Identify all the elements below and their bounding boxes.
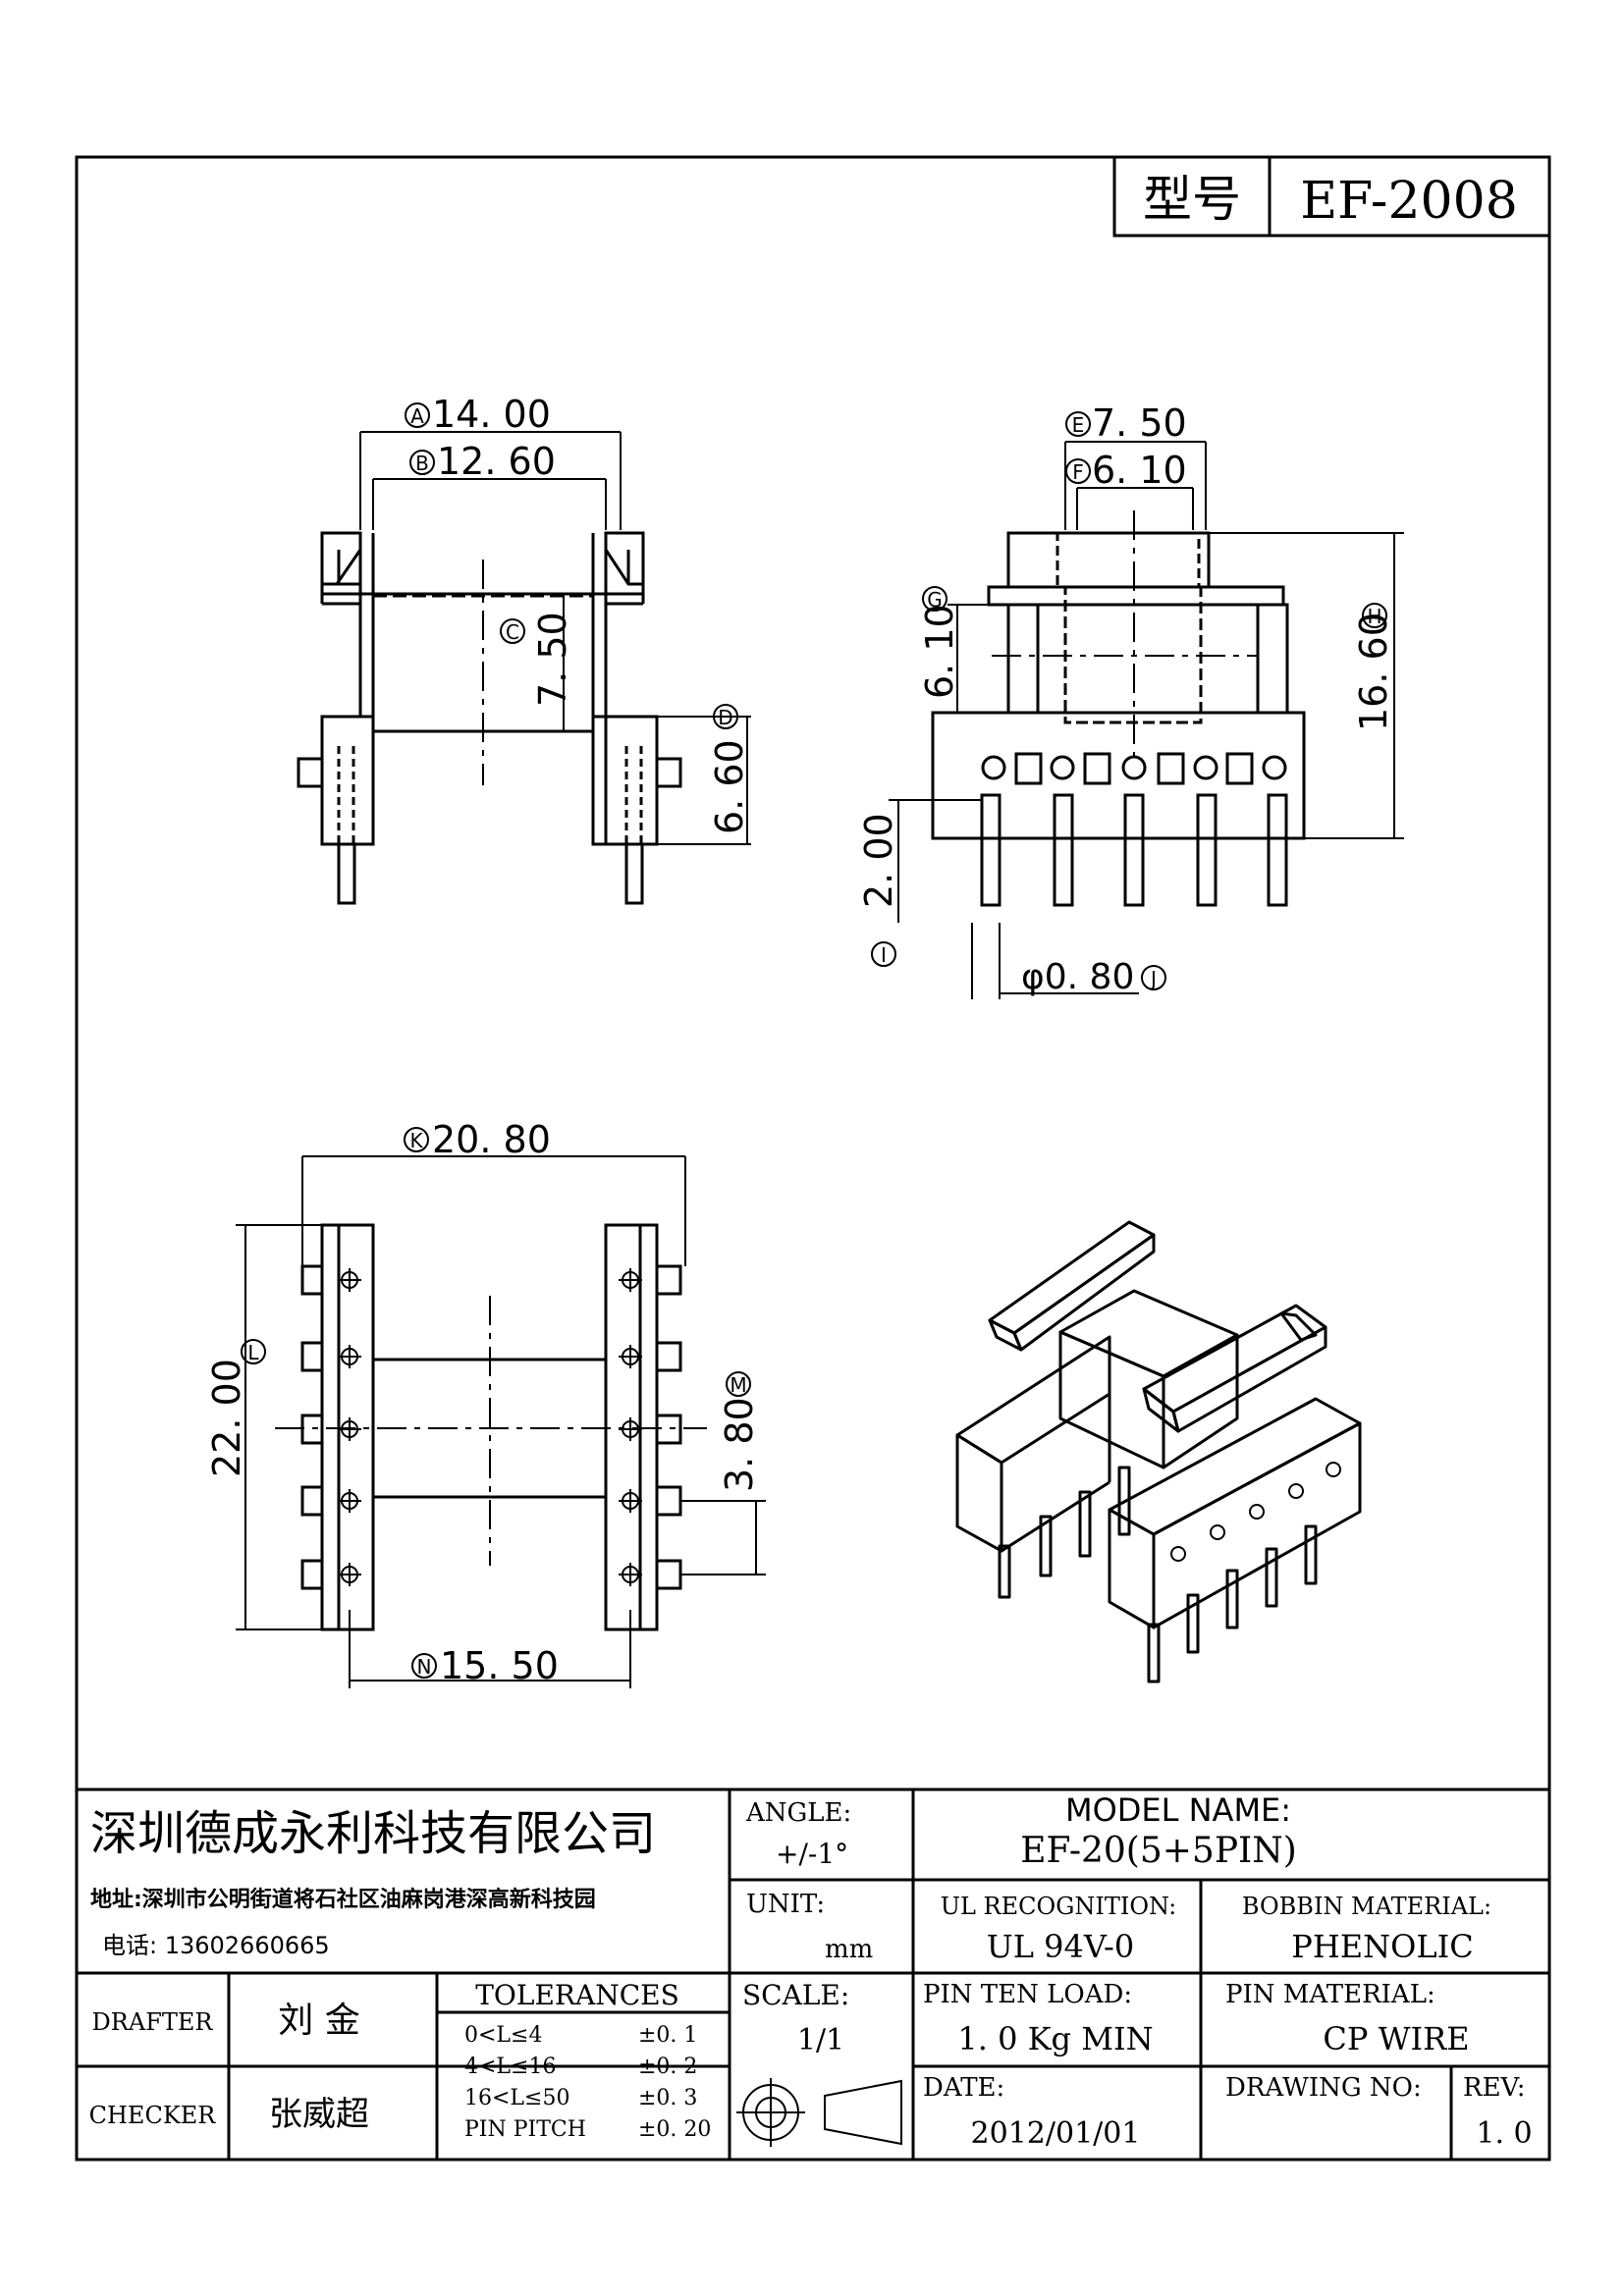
tol-value-0: ±0. 1 (638, 2023, 697, 2048)
drafter-value: 刘 金 (278, 2001, 359, 2041)
front-view (297, 431, 751, 905)
dim-J-letter: J (1149, 967, 1157, 990)
title-block (77, 1788, 1549, 2160)
dim-B-value: 12. 60 (437, 440, 556, 483)
scale-label: SCALE: (742, 1979, 849, 2011)
tolerances-label: TOLERANCES (475, 1979, 679, 2011)
checker-label: CHECKER (89, 2102, 217, 2129)
unit-label: UNIT: (746, 1890, 825, 1919)
model-box-label: 型号 (1143, 171, 1241, 228)
dim-H-letter: H (1367, 605, 1381, 628)
bottom-view (236, 1155, 766, 1688)
dim-E-value: 7. 50 (1092, 401, 1187, 445)
dim-N-letter: N (417, 1655, 432, 1679)
isometric-view (955, 1220, 1362, 1683)
tol-value-3: ±0. 20 (638, 2117, 711, 2142)
company-phone: 电话: 13602660665 (102, 1932, 330, 1959)
scale-value: 1/1 (797, 2023, 844, 2057)
tol-value-2: ±0. 3 (638, 2086, 697, 2110)
tol-range-3: PIN PITCH (464, 2117, 586, 2142)
dim-I-letter: I (881, 943, 887, 967)
tol-range-2: 16<L≤50 (464, 2086, 569, 2110)
pin-load-label: PIN TEN LOAD: (923, 1980, 1132, 2009)
sheet-border (75, 155, 1551, 2162)
dim-A-value: 14. 00 (432, 393, 551, 436)
angle-value: +/-1° (776, 1838, 848, 1870)
rev-label: REV: (1463, 2073, 1525, 2103)
bobbin-value: PHENOLIC (1291, 1928, 1473, 1965)
dim-D-value: 6. 60 (708, 739, 751, 834)
dim-M-letter: M (730, 1373, 746, 1397)
dim-L-letter: L (247, 1341, 259, 1364)
dim-G-value: 6. 10 (918, 604, 961, 699)
bottom-view-dims: K 20. 80 L 22. 00 M 3. 80 N 15. 50 (205, 1118, 761, 1687)
dim-L-value: 22. 00 (205, 1359, 248, 1477)
projection-symbol-icon (736, 2078, 902, 2147)
dim-H-value: 16. 60 (1352, 613, 1395, 731)
dim-N-value: 15. 50 (440, 1644, 559, 1687)
date-label: DATE: (923, 2073, 1004, 2103)
dim-C-letter: C (506, 620, 519, 644)
dim-F-letter: F (1072, 460, 1084, 484)
tol-range-1: 4<L≤16 (464, 2055, 556, 2079)
dim-G-letter: G (927, 588, 943, 612)
ul-value: UL 94V-0 (987, 1928, 1134, 1965)
dim-J-value: φ0. 80 (1021, 957, 1134, 997)
model-name-value: EF-20(5+5PIN) (1020, 1831, 1297, 1871)
model-box: 型号 EF-2008 (1112, 155, 1551, 238)
dim-K-letter: K (409, 1129, 423, 1152)
dim-C-value: 7. 50 (531, 612, 574, 707)
company-name: 深圳德成永利科技有限公司 (90, 1806, 656, 1861)
unit-value: mm (825, 1935, 873, 1964)
side-view (889, 441, 1404, 999)
dim-I-value: 2. 00 (857, 813, 900, 908)
front-view-dims: A 14. 00 B 12. 60 C 7. 50 D 6. 60 (405, 393, 751, 834)
angle-label: ANGLE: (745, 1798, 851, 1828)
pin-load-value: 1. 0 Kg MIN (957, 2020, 1153, 2057)
drafter-label: DRAFTER (92, 2008, 214, 2036)
tol-value-1: ±0. 2 (638, 2055, 697, 2079)
model-name-label: MODEL NAME: (1065, 1791, 1291, 1829)
dim-D-letter: D (718, 706, 732, 729)
pin-material-value: CP WIRE (1323, 2020, 1469, 2057)
dim-F-value: 6. 10 (1092, 449, 1187, 492)
model-box-value: EF-2008 (1300, 172, 1518, 231)
dim-A-letter: A (410, 404, 424, 428)
drawing-no-label: DRAWING NO: (1225, 2073, 1422, 2103)
ul-label: UL RECOGNITION: (941, 1893, 1176, 1920)
dim-K-value: 20. 80 (432, 1118, 551, 1161)
dim-M-value: 3. 80 (718, 1397, 761, 1492)
date-value: 2012/01/01 (971, 2116, 1141, 2151)
rev-value: 1. 0 (1476, 2116, 1532, 2151)
pin-material-label: PIN MATERIAL: (1225, 1980, 1435, 2009)
checker-value: 张威超 (269, 2095, 369, 2134)
bobbin-label: BOBBIN MATERIAL: (1242, 1893, 1491, 1920)
dim-B-letter: B (415, 452, 429, 475)
company-address: 地址:深圳市公明街道将石社区油麻岗港深高新科技园 (90, 1887, 596, 1912)
dim-E-letter: E (1072, 413, 1085, 437)
tol-range-0: 0<L≤4 (464, 2023, 542, 2048)
title-block-text: 深圳德成永利科技有限公司 地址:深圳市公明街道将石社区油麻岗港深高新科技园 电话… (89, 1791, 1533, 2151)
side-view-dims: E 7. 50 F 6. 10 G 6. 10 H 16. 60 2. 00 I… (857, 401, 1395, 997)
